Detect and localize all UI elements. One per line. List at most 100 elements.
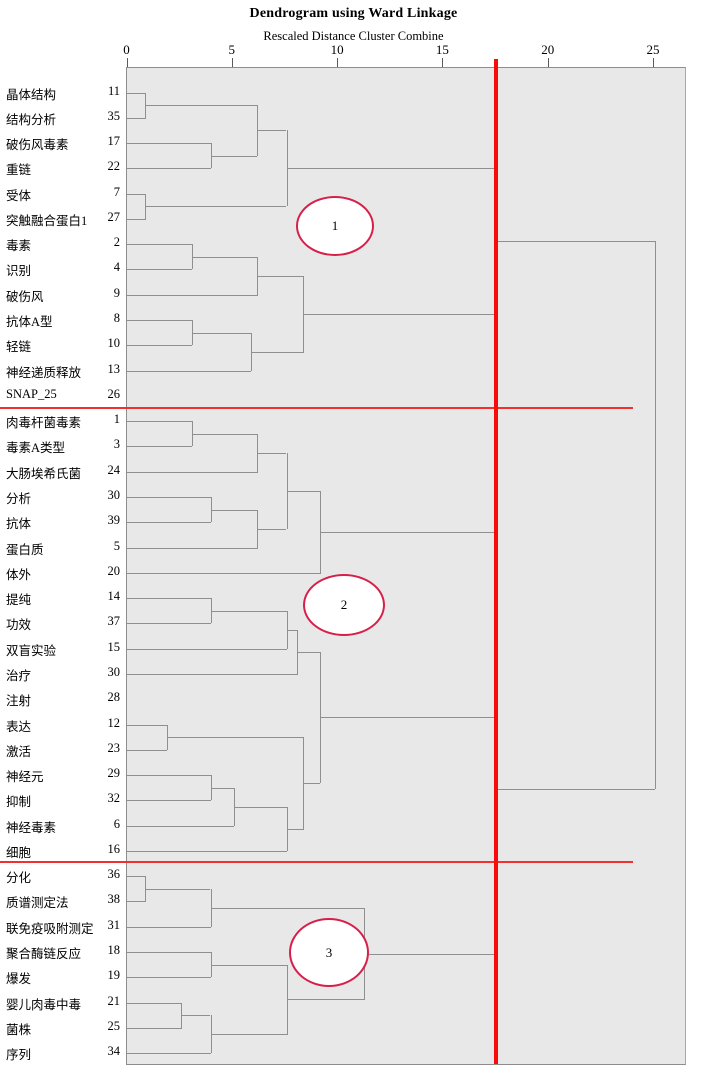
link-horizontal	[127, 446, 192, 447]
link-horizontal	[127, 472, 258, 473]
leaf-index: 8	[113, 311, 120, 326]
link-horizontal	[127, 118, 146, 119]
leaf-index: 19	[107, 968, 121, 983]
leaf-index: 18	[107, 943, 121, 958]
leaf-index: 37	[107, 614, 121, 629]
leaf-label: 分化	[6, 871, 32, 886]
x-axis-tick-mark	[232, 58, 233, 67]
leaf-index: 10	[107, 336, 121, 351]
link-horizontal	[127, 522, 211, 523]
link-horizontal	[127, 219, 146, 220]
link-horizontal	[127, 1028, 182, 1029]
x-axis-tick-mark	[127, 58, 128, 67]
link-horizontal	[257, 529, 286, 530]
link-horizontal	[127, 800, 211, 801]
link-horizontal	[127, 143, 211, 144]
leaf-index: 3	[113, 437, 120, 452]
leaf-index: 7	[113, 184, 120, 199]
link-horizontal	[127, 674, 298, 675]
leaf-label: 分析	[6, 491, 32, 506]
link-vertical	[145, 876, 146, 901]
leaf-label: 抑制	[6, 795, 32, 810]
leaf-label: 细胞	[6, 845, 32, 860]
leaf-label: 菌株	[6, 1022, 32, 1037]
leaf-label: 破伤风	[6, 289, 44, 304]
link-vertical	[211, 775, 212, 800]
leaf-label: 肉毒杆菌毒素	[6, 416, 82, 431]
cluster-annotation-1: 1	[296, 196, 374, 256]
link-horizontal	[234, 807, 287, 808]
link-vertical	[211, 143, 212, 168]
leaf-label: 晶体结构	[6, 87, 57, 102]
link-horizontal	[297, 652, 320, 653]
leaf-label: 质谱测定法	[6, 896, 69, 911]
cluster-separator-line-1	[0, 407, 633, 409]
leaf-index: 26	[107, 386, 121, 401]
leaf-index: 25	[107, 1018, 121, 1033]
leaf-index: 32	[107, 791, 121, 806]
leaf-label: SNAP_25	[6, 386, 57, 401]
cluster-annotation-2-label: 2	[340, 597, 348, 612]
leaf-index: 30	[107, 664, 121, 679]
link-horizontal	[127, 725, 167, 726]
cluster-annotation-3: 3	[289, 918, 369, 987]
leaf-label: 联免疫吸附测定	[6, 921, 94, 936]
leaf-index: 24	[107, 462, 121, 477]
leaf-index: 14	[107, 589, 121, 604]
link-vertical	[655, 241, 656, 789]
link-horizontal	[127, 93, 146, 94]
link-horizontal	[127, 345, 192, 346]
link-vertical	[192, 244, 193, 269]
link-horizontal	[127, 548, 258, 549]
link-horizontal	[127, 269, 192, 270]
leaf-label: 功效	[6, 618, 32, 633]
cluster-annotation-3-label: 3	[325, 944, 333, 960]
leaf-label: 识别	[6, 264, 32, 279]
page-title: Dendrogram using Ward Linkage	[249, 6, 458, 21]
link-horizontal	[127, 194, 146, 195]
link-horizontal	[127, 244, 192, 245]
x-axis-tick-label: 10	[330, 42, 344, 57]
link-horizontal	[257, 130, 286, 131]
leaf-index: 35	[107, 108, 121, 123]
cut-distance-line	[494, 59, 498, 1064]
leaf-index: 39	[107, 513, 121, 528]
leaf-index: 2	[113, 235, 120, 250]
link-vertical	[287, 965, 288, 1035]
leaf-label: 抗体	[6, 517, 32, 532]
leaf-index: 23	[107, 740, 121, 755]
link-vertical	[211, 952, 212, 977]
link-horizontal	[127, 1053, 211, 1054]
link-horizontal	[211, 788, 234, 789]
link-horizontal	[127, 573, 321, 574]
x-axis-tick-label: 5	[228, 42, 236, 57]
link-horizontal	[287, 630, 298, 631]
leaf-label: 结构分析	[6, 112, 57, 127]
leaf-index: 5	[113, 538, 120, 553]
link-horizontal	[211, 1034, 287, 1035]
link-horizontal	[127, 168, 211, 169]
leaf-label: 序列	[6, 1048, 32, 1063]
link-horizontal	[127, 497, 211, 498]
leaf-label: 注射	[6, 694, 32, 709]
leaf-label: 蛋白质	[6, 542, 44, 557]
leaf-index: 17	[107, 134, 121, 149]
leaf-index: 34	[107, 1044, 121, 1059]
leaf-index: 20	[107, 563, 121, 578]
link-horizontal	[127, 598, 211, 599]
link-horizontal	[145, 889, 210, 890]
link-horizontal	[127, 1003, 182, 1004]
link-horizontal	[127, 295, 258, 296]
x-axis-tick-mark	[548, 58, 549, 67]
link-horizontal	[127, 750, 167, 751]
x-axis-tick-label: 15	[435, 42, 449, 57]
link-horizontal	[497, 789, 655, 790]
leaf-label: 神经元	[6, 770, 44, 785]
leaf-label: 婴儿肉毒中毒	[6, 997, 82, 1012]
link-vertical	[211, 598, 212, 623]
link-horizontal	[287, 829, 304, 830]
leaf-label: 爆发	[6, 972, 32, 987]
leaf-label: 表达	[6, 719, 32, 734]
x-axis-tick-mark	[337, 58, 338, 67]
